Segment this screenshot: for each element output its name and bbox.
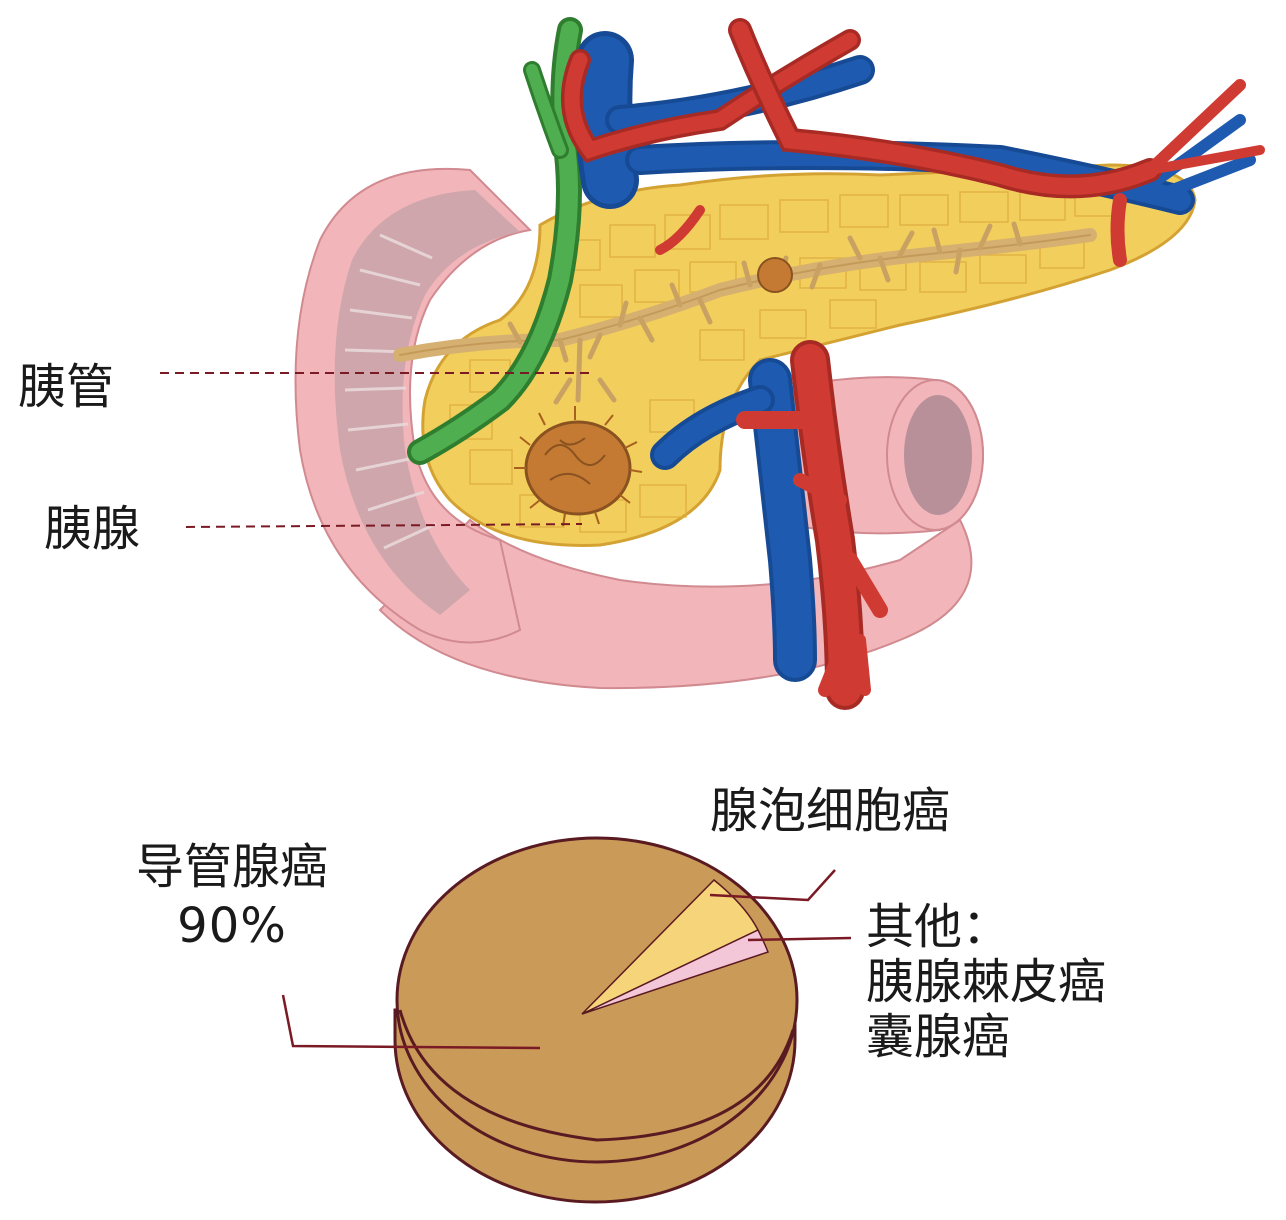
other-leader-line [747, 936, 852, 942]
other-title: 其他： [866, 899, 1011, 955]
pie-slice-other [581, 929, 769, 1015]
acinar-cell-carcinoma-label: 腺泡细胞癌 [710, 783, 951, 839]
pie-leader-lines [281, 869, 852, 1050]
duodenum [294, 167, 984, 690]
pancreas-leader-line [185, 523, 583, 528]
other-item-1: 胰腺棘皮癌 [866, 954, 1107, 1011]
ductal-name: 导管腺癌 [136, 839, 329, 895]
ductal-percent: 90% [177, 898, 287, 955]
arteries [561, 18, 1265, 710]
pie-chart [393, 836, 799, 1204]
acinar-leader-line [709, 869, 836, 902]
ductal-leader-line [281, 994, 541, 1050]
pancreas [393, 163, 1197, 547]
other-types-label: 其他： 胰腺棘皮癌 囊腺癌 [866, 899, 1107, 1066]
head-tumor [514, 406, 643, 527]
other-item-2: 囊腺癌 [866, 1009, 1011, 1066]
small-tumor [757, 257, 793, 293]
pancreatic-duct-label: 胰管 [18, 359, 115, 415]
ductal-adenocarcinoma-label: 导管腺癌 90% [136, 839, 329, 955]
pie-slice-acinar [581, 878, 760, 1015]
pancreas-label: 胰腺 [44, 501, 141, 557]
anatomy-leader-lines [160, 372, 590, 528]
